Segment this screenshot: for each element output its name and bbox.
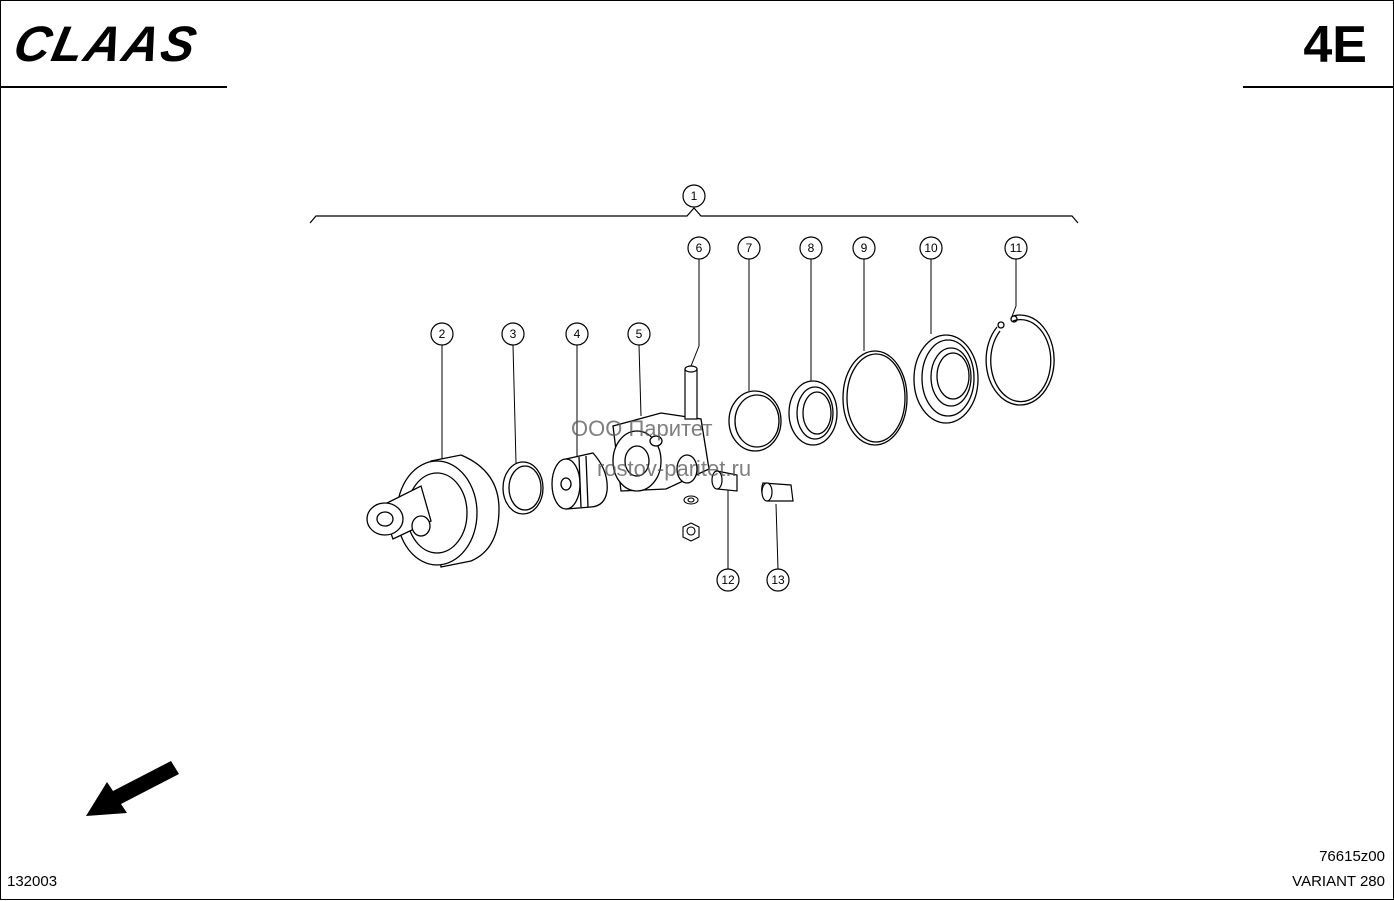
callout-circle-1 [682, 184, 706, 208]
callout-circle-4 [565, 322, 589, 346]
callout-label-3: 3 [510, 327, 517, 341]
assembly-bracket [309, 207, 1079, 224]
part-13-key [761, 482, 794, 502]
part-9-o-ring [842, 350, 908, 446]
callout-label-11: 11 [1010, 241, 1023, 255]
part-2-yoke-housing [366, 454, 500, 568]
callout-circle-2 [430, 322, 454, 346]
part-4-bushing [551, 452, 608, 510]
callout-label-7: 7 [746, 241, 753, 255]
callout-circle-8 [799, 236, 823, 260]
callout-circle-10 [919, 236, 943, 260]
callout-label-13: 13 [771, 573, 785, 587]
callout-label-8: 8 [808, 241, 815, 255]
callout-label-5: 5 [636, 327, 643, 341]
leader-13 [775, 503, 779, 570]
part-7-seal-ring [728, 390, 782, 452]
part-small-washer [683, 495, 699, 505]
callout-circle-3 [501, 322, 525, 346]
callout-circle-5 [627, 322, 651, 346]
callout-label-1: 1 [691, 189, 698, 203]
callout-label-12: 12 [721, 573, 735, 587]
callout-circle-7 [737, 236, 761, 260]
part-12-roller [711, 470, 738, 492]
leader-3 [512, 344, 517, 464]
footer-model: VARIANT 280 [1292, 873, 1385, 890]
callout-circle-11 [1004, 236, 1028, 260]
claas-logo: CLAAS [9, 16, 204, 72]
direction-arrow-icon [86, 761, 179, 816]
callout-label-10: 10 [924, 241, 938, 255]
part-small-nut [682, 522, 700, 542]
callout-label-4: 4 [574, 327, 581, 341]
callout-circle-13 [766, 568, 790, 592]
callout-label-9: 9 [861, 241, 868, 255]
callout-label-2: 2 [439, 327, 446, 341]
leader-6b [690, 345, 700, 367]
part-8-bearing-ring [788, 380, 838, 446]
page-code: 4E [1303, 16, 1367, 74]
callout-label-6: 6 [696, 241, 703, 255]
leader-11 [1010, 259, 1017, 320]
footer-drawing-number: 76615z00 [1319, 848, 1385, 865]
watermark-site: rostov-paritet.ru [597, 456, 752, 481]
footer-left-code: 132003 [7, 873, 58, 890]
callout-circle-9 [852, 236, 876, 260]
part-5-cross-spider [612, 412, 710, 492]
watermark-company: ООО Паритет [571, 416, 713, 441]
part-6-pin [684, 365, 698, 420]
part-3-ring [502, 461, 544, 515]
callout-circle-12 [716, 568, 740, 592]
part-10-seal [913, 334, 979, 424]
callout-circle-6 [687, 236, 711, 260]
part-11-circlip [985, 314, 1055, 406]
leader-5 [638, 344, 642, 417]
